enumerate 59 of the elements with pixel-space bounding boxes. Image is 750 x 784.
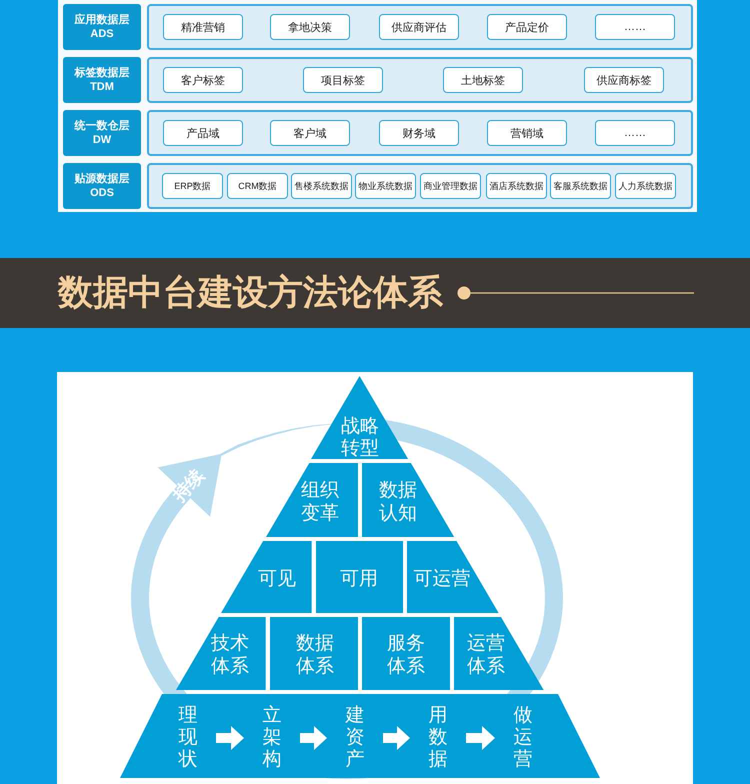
item-card: 项目标签 bbox=[303, 67, 383, 93]
item-card: 拿地决策 bbox=[270, 14, 350, 40]
segment-label: 可用 bbox=[340, 568, 378, 590]
layer-panel bbox=[147, 110, 693, 156]
layer-code: ADS bbox=[90, 27, 114, 41]
step-label: 用数据 bbox=[428, 705, 448, 771]
item-card: …… bbox=[595, 120, 675, 146]
item-card: 售楼系统数据 bbox=[291, 173, 352, 199]
item-card: 土地标签 bbox=[443, 67, 523, 93]
item-card: 财务域 bbox=[379, 120, 459, 146]
step-label: 理现状 bbox=[178, 705, 198, 771]
layer-header bbox=[63, 57, 141, 103]
item-card: 精准营销 bbox=[163, 14, 243, 40]
segment-label: 数据认知 bbox=[378, 479, 418, 525]
segment-label: 战略转型 bbox=[340, 416, 380, 460]
item-card: 人力系统数据 bbox=[615, 173, 676, 199]
segment-label: 服务体系 bbox=[386, 632, 426, 678]
item-card: 客服系统数据 bbox=[550, 173, 611, 199]
step-label: 做运营 bbox=[512, 705, 534, 771]
section-title: 数据中台建设方法论体系 bbox=[58, 272, 443, 314]
item-card: 物业系统数据 bbox=[355, 173, 416, 199]
layer-name: 标签数据层 bbox=[74, 66, 130, 80]
item-card: …… bbox=[595, 14, 675, 40]
item-card: 营销域 bbox=[487, 120, 567, 146]
arrow bbox=[383, 726, 410, 750]
item-card: 酒店系统数据 bbox=[486, 173, 547, 199]
item-card: CRM数据 bbox=[227, 173, 288, 199]
item-card: 产品定价 bbox=[487, 14, 567, 40]
layer-panel bbox=[147, 4, 693, 50]
segment-label: 可见 bbox=[258, 568, 296, 590]
step-label: 立架构 bbox=[262, 705, 282, 771]
segment-label: 组织变革 bbox=[300, 479, 340, 525]
item-card: 产品域 bbox=[163, 120, 243, 146]
item-card: 客户域 bbox=[270, 120, 350, 146]
step-label: 建资产 bbox=[344, 705, 366, 771]
layer-panel bbox=[147, 57, 693, 103]
item-card: 商业管理数据 bbox=[420, 173, 481, 199]
layer-header bbox=[63, 4, 141, 50]
item-card: 供应商标签 bbox=[584, 67, 664, 93]
segment-label: 技术体系 bbox=[210, 632, 250, 678]
layer-code: DW bbox=[92, 133, 112, 147]
layer-code: ODS bbox=[90, 186, 114, 200]
arrow bbox=[300, 726, 327, 750]
layer-name: 统一数仓层 bbox=[74, 119, 130, 133]
layer-panel bbox=[147, 163, 693, 209]
item-card: 供应商评估 bbox=[379, 14, 459, 40]
segment-label: 可运营 bbox=[414, 568, 470, 590]
layer-code: TDM bbox=[90, 80, 114, 94]
arrow bbox=[216, 726, 244, 750]
arrow-label: 持续 bbox=[170, 466, 209, 506]
layer-name: 应用数据层 bbox=[74, 13, 130, 27]
item-card: 客户标签 bbox=[163, 67, 243, 93]
layer-header bbox=[63, 110, 141, 156]
segment-label: 运营体系 bbox=[466, 632, 506, 678]
item-card: ERP数据 bbox=[162, 173, 223, 199]
layer-header bbox=[63, 163, 141, 209]
layer-name: 贴源数据层 bbox=[74, 172, 130, 186]
segment-label: 数据体系 bbox=[295, 632, 335, 678]
arrow bbox=[466, 726, 495, 750]
